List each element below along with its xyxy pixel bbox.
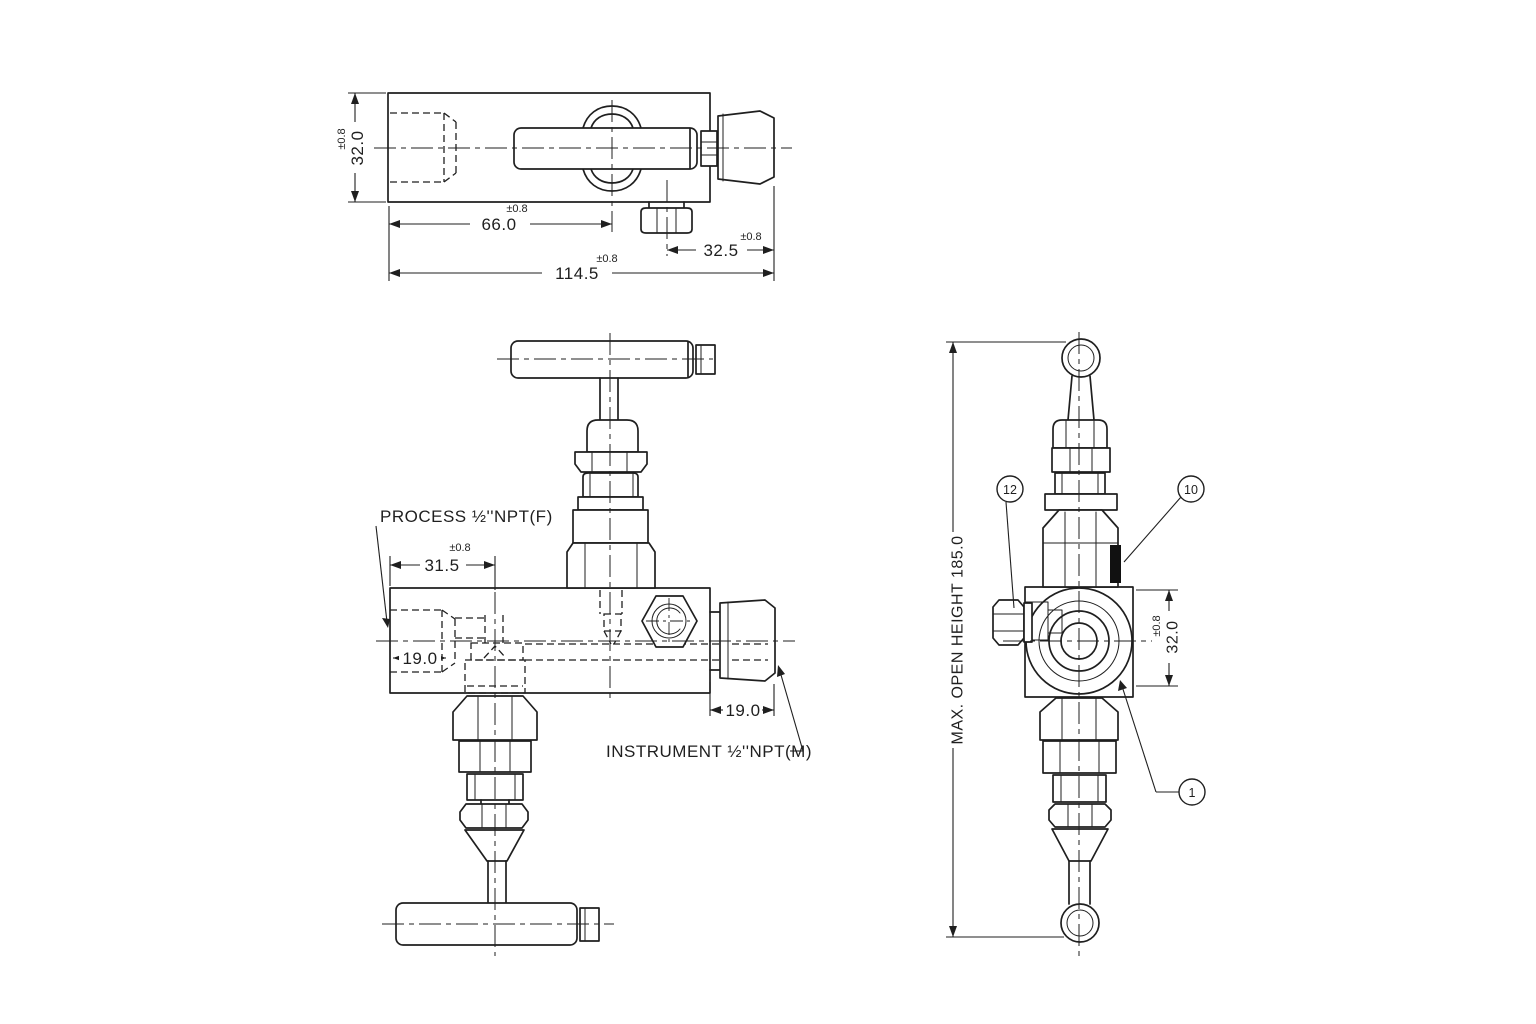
side-view: MAX. OPEN HEIGHT 185.0 ±0.8 32.0 12 10 (946, 332, 1206, 956)
dim-front-instrument-length: 19.0 (709, 682, 775, 720)
balloon-1: 1 (1118, 680, 1206, 806)
dim-top-body-width: ±0.8 32.0 (336, 92, 386, 203)
balloon-10-number: 10 (1184, 483, 1198, 497)
dim-114-5-value: 114.5 (555, 264, 599, 283)
dim-front-valve-offset: ±0.8 31.5 (389, 542, 496, 590)
dim-top-overall-length: ±0.8 114.5 (389, 253, 774, 283)
dim-top-width-value: 32.0 (348, 130, 367, 165)
process-port-label: PROCESS ½''NPT(F) (375, 507, 553, 628)
dim-side-32-value: 32.0 (1165, 620, 1182, 653)
dim-19-instrument-value: 19.0 (725, 701, 760, 720)
dim-114-5-tol: ±0.8 (596, 253, 617, 265)
dim-32-5-tol: ±0.8 (740, 231, 761, 243)
tag-marker (1110, 545, 1121, 583)
instrument-port-label: INSTRUMENT ½''NPT(M) (606, 665, 812, 761)
dim-side-body-height: ±0.8 32.0 (1136, 589, 1182, 687)
dim-66-value: 66.0 (481, 215, 516, 234)
balloon-1-number: 1 (1189, 786, 1196, 800)
dim-32-5-value: 32.5 (703, 241, 738, 260)
front-view-lower-valve (395, 695, 600, 946)
dim-front-process-depth: 19.0 (393, 648, 446, 668)
instrument-port-label-text: INSTRUMENT ½''NPT(M) (606, 742, 812, 761)
dim-66-tol: ±0.8 (506, 203, 527, 215)
side-view-vent-nut (992, 599, 1033, 646)
front-view-vent-plug (641, 595, 698, 648)
dim-max-open-height: MAX. OPEN HEIGHT 185.0 (946, 341, 1066, 938)
dim-top-vent-offset: ±0.8 32.5 (667, 186, 775, 281)
balloon-10: 10 (1123, 475, 1205, 563)
balloon-12: 12 (996, 475, 1024, 609)
top-view: ±0.8 32.0 ±0.8 66.0 ±0.8 32.5 (336, 92, 792, 283)
dim-31-5-tol: ±0.8 (449, 542, 470, 554)
side-view-upper-valve (1042, 338, 1119, 588)
front-view: ±0.8 31.5 19.0 19.0 PROCESS ½''NPT(F) (375, 333, 812, 956)
dim-top-handle-center: ±0.8 66.0 (388, 203, 612, 281)
dim-top-width-tol: ±0.8 (336, 128, 348, 149)
process-port-label-text: PROCESS ½''NPT(F) (380, 507, 553, 526)
dim-side-32-tol: ±0.8 (1151, 615, 1163, 636)
dim-max-open-height-text: MAX. OPEN HEIGHT 185.0 (950, 536, 967, 745)
dim-31-5-value: 31.5 (424, 556, 459, 575)
balloon-12-number: 12 (1003, 483, 1017, 497)
dim-19-process-value: 19.0 (402, 649, 437, 668)
front-view-upper-valve (510, 340, 716, 589)
